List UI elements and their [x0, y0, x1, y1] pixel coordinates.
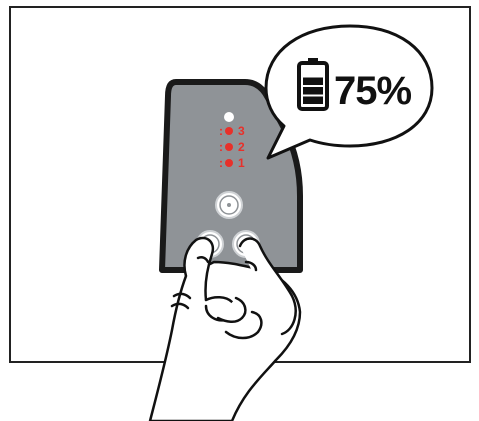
led-dot-icon	[225, 159, 233, 167]
battery-segment	[303, 68, 323, 76]
status-indicator-light	[224, 112, 234, 122]
battery-segment	[303, 87, 323, 95]
led-label: 3	[238, 124, 245, 138]
center-button[interactable]	[216, 192, 242, 218]
battery-icon	[299, 58, 327, 109]
led-dot-icon	[225, 143, 233, 151]
led-dot-icon	[225, 127, 233, 135]
battery-segment	[303, 97, 323, 105]
led-separator-mark: :	[219, 140, 223, 154]
led-separator-mark: :	[219, 156, 223, 170]
battery-segment	[303, 78, 323, 86]
battery-percent-text: 75%	[334, 69, 411, 113]
led-label: 1	[238, 156, 245, 170]
led-label: 2	[238, 140, 245, 154]
led-separator-mark: :	[219, 124, 223, 138]
